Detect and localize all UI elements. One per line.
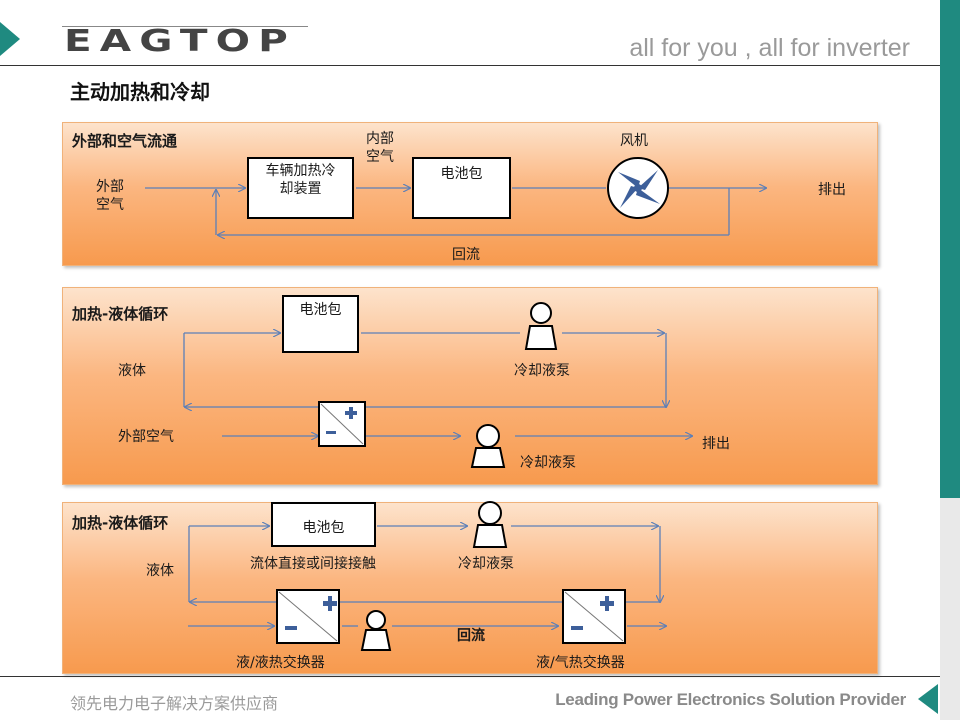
right-accent-bar <box>940 0 960 498</box>
outside-air-label: 外部 空气 <box>96 179 124 213</box>
panel-3-title: 加热-液体循环 <box>72 514 169 532</box>
pump-icon <box>472 501 508 548</box>
pump-icon <box>360 610 392 651</box>
battery-pack-3: 电池包 <box>271 502 376 547</box>
right-accent-bar-lower <box>940 498 960 720</box>
pump-icon <box>524 302 558 350</box>
liquid-air-exchanger-icon <box>562 589 626 644</box>
pump-label-2a: 冷却液泵 <box>514 363 570 379</box>
hx1-label: 液/液热交换器 <box>236 655 325 671</box>
inner-air-label: 内部 空气 <box>366 131 394 165</box>
battery-pack-2: 电池包 <box>282 295 359 353</box>
panel-liquid-heating-1 <box>62 287 878 485</box>
footer-right-text: Leading Power Electronics Solution Provi… <box>555 690 906 709</box>
right-arrow-marker <box>918 684 938 714</box>
panel-liquid-heating-2 <box>62 502 878 674</box>
return-flow-label-3: 回流 <box>457 628 485 644</box>
vehicle-hvac-device: 车辆加热冷 却装置 <box>247 157 354 219</box>
left-arrow-marker <box>0 22 20 56</box>
pump-label-3: 冷却液泵 <box>458 556 514 572</box>
liquid-liquid-exchanger-icon <box>276 589 340 644</box>
contact-label: 流体直接或间接接触 <box>250 556 376 572</box>
page-title: 主动加热和冷却 <box>70 80 210 104</box>
battery-pack-1: 电池包 <box>412 157 511 219</box>
pump-label-2b: 冷却液泵 <box>520 455 576 471</box>
liquid-label-2: 液体 <box>118 363 146 379</box>
exhaust-label-2: 排出 <box>702 436 730 452</box>
fan-icon <box>607 157 669 219</box>
header-divider <box>0 65 940 66</box>
hx2-label: 液/气热交换器 <box>536 655 625 671</box>
liquid-label-3: 液体 <box>146 563 174 579</box>
return-flow-label-1: 回流 <box>452 247 480 263</box>
heat-exchanger-icon <box>318 401 366 447</box>
exhaust-label-1: 排出 <box>818 182 846 198</box>
company-logo: EAGTOP <box>64 24 296 59</box>
panel-2-title: 加热-液体循环 <box>72 305 169 323</box>
tagline: all for you , all for inverter <box>629 34 910 62</box>
footer-divider <box>0 676 940 677</box>
panel-1-title: 外部和空气流通 <box>72 132 178 150</box>
footer-left-text: 领先电力电子解决方案供应商 <box>70 694 279 713</box>
logo-frame <box>62 26 308 57</box>
fan-label: 风机 <box>620 133 648 149</box>
pump-icon <box>470 424 506 468</box>
outside-air-label-2: 外部空气 <box>118 429 174 445</box>
